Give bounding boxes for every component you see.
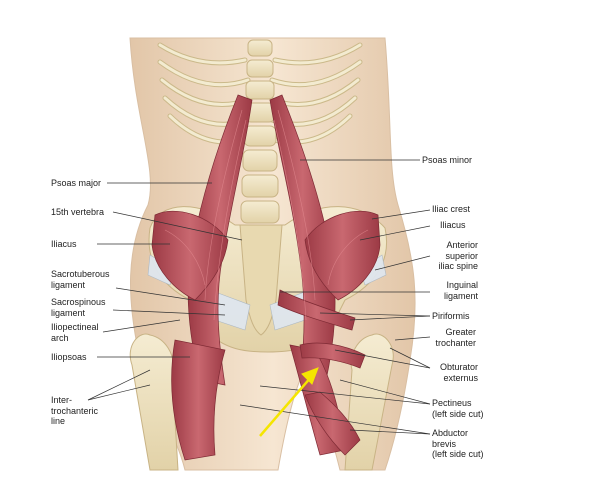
vertebral-column [240, 39, 280, 224]
thigh-muscle-right [171, 339, 226, 461]
iliacus-muscle-left [304, 210, 381, 301]
label-sacrotuberous-ligament: Sacrotuberous ligament [51, 269, 110, 290]
piriformis-muscle [277, 289, 356, 331]
label-iliacus-left: Iliacus [51, 239, 77, 249]
label-inguinal-ligament: Inguinal ligament [443, 280, 478, 301]
label-obturator-externus: Obturator externus [439, 362, 478, 383]
label-greater-trochanter: Greater trochanter [435, 327, 476, 348]
label-sacrospinous-ligament: Sacrospinous ligament [51, 297, 106, 318]
leader-lines [87, 159, 431, 435]
yellow-arrow [259, 367, 319, 437]
label-iliacus-right: Iliacus [440, 220, 466, 230]
femur-right-side [129, 333, 179, 471]
label-pectineus: Pectineus (left side cut) [432, 398, 484, 419]
label-psoas-minor: Psoas minor [422, 155, 473, 165]
label-15th-vertebra: 15th vertebra [51, 207, 105, 217]
label-intertrochanteric-line: Inter- trochanteric line [51, 395, 99, 426]
abductor-brevis-muscle [304, 391, 361, 456]
muscles [151, 94, 381, 461]
label-piriformis: Piriformis [432, 311, 470, 321]
label-iliopsoas: Iliopsoas [51, 352, 87, 362]
muscle-striations [164, 109, 369, 321]
label-psoas-major: Psoas major [51, 178, 102, 188]
label-anterior-superior-iliac-spine: Anterior superior iliac spine [438, 240, 478, 271]
label-abductor-brevis: Abductor brevis (left side cut) [432, 428, 484, 459]
label-iliac-crest: Iliac crest [432, 204, 471, 214]
label-iliopectineal-arch: Iliopectineal arch [51, 322, 99, 343]
obturator-externus-muscle [299, 342, 366, 369]
